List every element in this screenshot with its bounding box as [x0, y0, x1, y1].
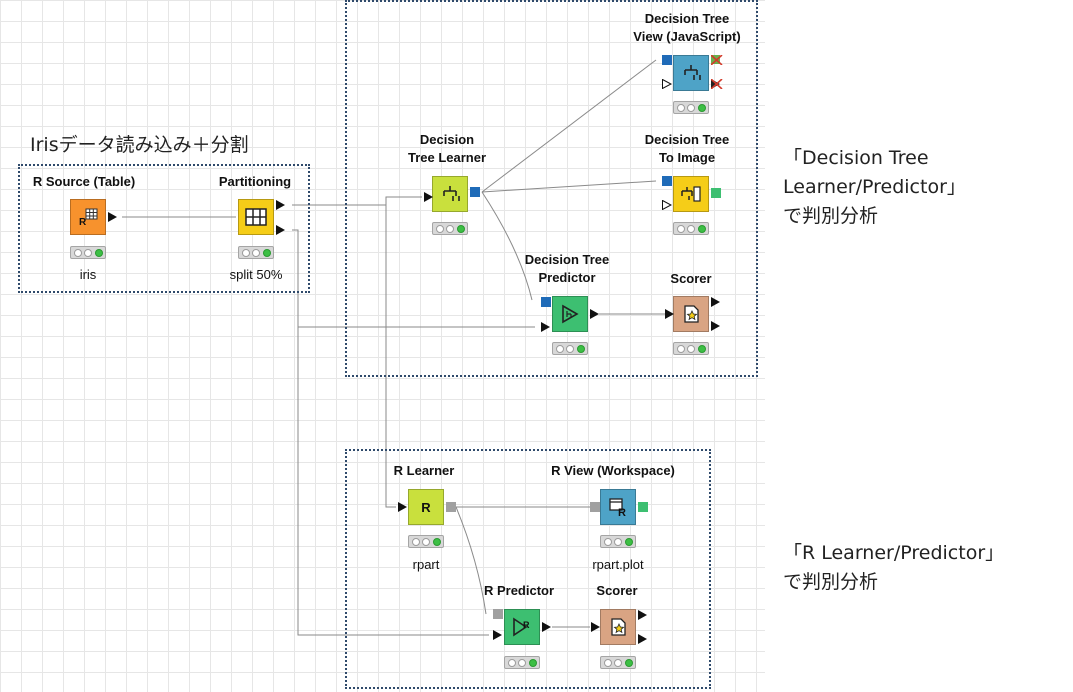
model-input-port[interactable]: [662, 176, 672, 186]
wire-partition-to-predictor: [292, 229, 535, 328]
wire-learner-to-image: [481, 180, 657, 193]
output-port[interactable]: [590, 309, 600, 319]
tree-image-icon: [681, 186, 701, 202]
r-source-node[interactable]: R: [70, 199, 106, 235]
iris-load-split-group: [18, 164, 310, 293]
input-port[interactable]: [665, 309, 675, 319]
wire-partition-to-rpredictor: [297, 327, 489, 636]
node-label[interactable]: rpart: [412, 557, 440, 572]
wire-partition-to-learner: [292, 196, 422, 206]
tree-icon: [443, 186, 460, 201]
svg-text:R: R: [523, 620, 530, 630]
node-title: R View (Workspace): [551, 463, 675, 478]
node-title: Decision Tree Predictor: [524, 252, 610, 285]
model-output-port[interactable]: [470, 187, 480, 197]
partition-icon: [245, 208, 267, 226]
model-input-port[interactable]: [662, 55, 672, 65]
status-lights: [673, 342, 709, 355]
decision-tree-predictor-node[interactable]: [552, 296, 588, 332]
node-label[interactable]: rpart.plot: [592, 557, 644, 572]
output-port[interactable]: [276, 200, 286, 210]
input-port[interactable]: [662, 200, 672, 210]
r-predictor-icon: R: [513, 617, 530, 637]
node-label[interactable]: iris: [79, 267, 97, 282]
node-title: R Predictor: [483, 583, 555, 598]
node-label[interactable]: split 50%: [229, 267, 283, 282]
node-title: Decision Tree To Image: [644, 132, 730, 165]
scorer-node[interactable]: [600, 609, 636, 645]
status-lights: [600, 656, 636, 669]
r-view-node[interactable]: R: [600, 489, 636, 525]
input-port[interactable]: [424, 192, 434, 202]
node-title: Decision Tree Learner: [407, 132, 487, 165]
status-lights: [600, 535, 636, 548]
output-port[interactable]: [638, 634, 648, 644]
partitioning-node[interactable]: [238, 199, 274, 235]
workspace-input-port[interactable]: [493, 609, 503, 619]
wire-rlearner-to-rpredictor: [455, 506, 487, 615]
output-port[interactable]: [638, 610, 648, 620]
r-icon-letter: R: [421, 500, 431, 515]
connection-layer: [122, 59, 667, 636]
table-icon: R: [79, 208, 98, 228]
model-input-port[interactable]: [541, 297, 551, 307]
r-learner-node[interactable]: R: [408, 489, 444, 525]
decision-tree-view-node[interactable]: [673, 55, 709, 91]
node-title: Scorer: [596, 583, 638, 598]
wire-learner-to-view: [481, 59, 657, 193]
iris-group-annotation: Irisデータ読み込み＋分割: [30, 134, 249, 156]
scorer-icon: [611, 618, 626, 636]
inactive-output-icon: [711, 55, 723, 65]
image-output-port[interactable]: [638, 502, 648, 512]
workspace-input-port[interactable]: [590, 502, 600, 512]
decision-tree-learner-node[interactable]: [432, 176, 468, 212]
svg-text:R: R: [79, 217, 87, 228]
status-lights: [673, 101, 709, 114]
r-learner-group: [345, 449, 711, 689]
workspace-output-port[interactable]: [446, 502, 456, 512]
output-port[interactable]: [108, 212, 118, 222]
status-lights: [673, 222, 709, 235]
r-icon: R: [421, 500, 431, 515]
input-port[interactable]: [398, 502, 408, 512]
node-title: Partitioning: [218, 174, 292, 189]
predictor-icon: [562, 304, 579, 324]
decision-tree-group: [345, 0, 758, 377]
wire-learner-to-predictor: [481, 191, 533, 301]
node-title: R Learner: [393, 463, 455, 478]
node-title: Scorer: [670, 271, 712, 286]
status-lights: [552, 342, 588, 355]
output-port[interactable]: [711, 321, 721, 331]
output-port[interactable]: [711, 297, 721, 307]
status-lights: [70, 246, 106, 259]
status-lights: [408, 535, 444, 548]
tree-icon: [684, 65, 701, 80]
input-port[interactable]: [541, 322, 551, 332]
output-port[interactable]: [276, 225, 286, 235]
r-learner-annotation: 「R Learner/Predictor」 で判別分析: [783, 542, 1005, 593]
image-output-port[interactable]: [711, 188, 721, 198]
decision-tree-annotation: 「Decision Tree Learner/Predictor」 で判別分析: [783, 147, 966, 227]
decision-tree-to-image-node[interactable]: [673, 176, 709, 212]
node-title: R Source (Table): [32, 174, 136, 189]
scorer-node[interactable]: [673, 296, 709, 332]
r-predictor-node[interactable]: R: [504, 609, 540, 645]
wire-partition-to-rlearner: [385, 205, 396, 508]
r-view-icon: R: [609, 498, 626, 518]
status-lights: [432, 222, 468, 235]
svg-text:R: R: [618, 507, 626, 518]
status-lights: [238, 246, 274, 259]
scorer-icon: [684, 305, 699, 323]
workflow-canvas[interactable]: R Source (Table) R iris Partitioning spl…: [0, 0, 765, 692]
inactive-output-icon: [711, 79, 723, 89]
input-port[interactable]: [591, 622, 601, 632]
input-port[interactable]: [493, 630, 503, 640]
output-port[interactable]: [542, 622, 552, 632]
status-lights: [504, 656, 540, 669]
node-title: Decision Tree View (JavaScript): [633, 11, 741, 44]
input-port[interactable]: [662, 79, 672, 89]
